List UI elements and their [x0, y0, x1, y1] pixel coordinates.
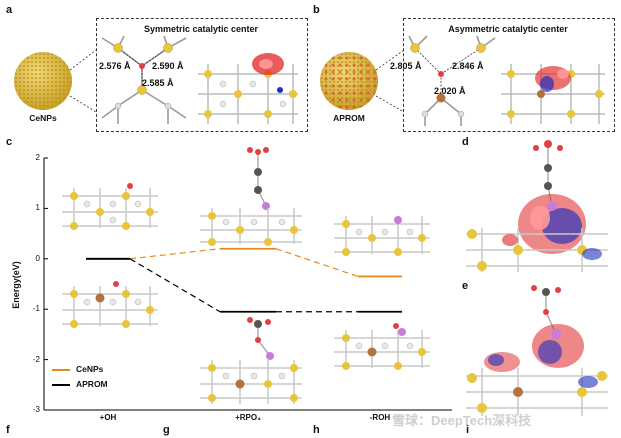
legend-line-cenps — [52, 369, 70, 371]
distance-label-3: 2.585 Å — [142, 78, 174, 88]
panel-label-g: g — [163, 424, 170, 436]
y-tick-label: -2 — [32, 354, 40, 364]
aprom-label: APROM — [333, 113, 365, 123]
y-tick-label: -3 — [32, 405, 40, 414]
panel-label-i: i — [466, 424, 470, 436]
symmetric-center-structure — [101, 35, 298, 124]
panel-label-e: e — [462, 280, 469, 292]
structure-oh-aprom — [62, 281, 158, 328]
panel-label-f: f — [6, 424, 10, 436]
asymmetric-center-title: Asymmetric catalytic center — [448, 24, 568, 34]
structure-roh-cenps — [334, 216, 430, 256]
legend-label-cenps: CeNPs — [76, 364, 104, 374]
panel-label-a: a — [6, 4, 13, 16]
distance-label-1: 2.576 Å — [99, 61, 131, 71]
asymmetric-center-structure — [408, 35, 605, 126]
panel-label-h: h — [313, 424, 320, 436]
y-tick-label: 2 — [35, 153, 40, 162]
x-tick-label: +OH — [99, 413, 117, 422]
panel-label-c: c — [6, 136, 13, 148]
aprom-nanoparticle — [320, 49, 404, 113]
asymmetric-center-box — [403, 18, 615, 132]
legend-label-aprom: APROM — [76, 379, 108, 389]
structure-roh-aprom — [334, 323, 430, 370]
distance-label-5: 2.846 Å — [452, 61, 484, 71]
symmetric-center-box — [96, 18, 308, 132]
charge-density-d — [466, 140, 608, 272]
panel-label-b: b — [313, 4, 320, 16]
structure-rpo4-aprom — [200, 317, 302, 404]
panel-label-d: d — [462, 136, 469, 148]
watermark: 雪球：DeepTech深科技 — [392, 413, 532, 428]
charge-density-e — [466, 285, 608, 416]
x-tick-label: +RPO₄ — [235, 413, 261, 422]
y-tick-label: 1 — [35, 203, 40, 213]
energy-connector-cenps — [129, 248, 221, 260]
structure-rpo4-cenps — [200, 147, 302, 246]
energy-connector-aprom — [129, 258, 221, 313]
y-tick-label: 0 — [35, 253, 40, 263]
legend-line-aprom — [52, 384, 70, 386]
energy-connector-cenps — [275, 248, 359, 278]
distance-label-2: 2.590 Å — [152, 61, 184, 71]
y-tick-label: -1 — [32, 304, 40, 314]
distance-label-4: 2.805 Å — [390, 61, 422, 71]
symmetric-center-title: Symmetric catalytic center — [143, 24, 259, 34]
cenps-nanoparticle — [14, 49, 96, 113]
cenps-label: CeNPs — [29, 113, 57, 123]
distance-label-6: 2.020 Å — [434, 86, 466, 96]
x-tick-label: -ROH — [369, 413, 391, 422]
structure-oh-cenps — [62, 183, 158, 230]
